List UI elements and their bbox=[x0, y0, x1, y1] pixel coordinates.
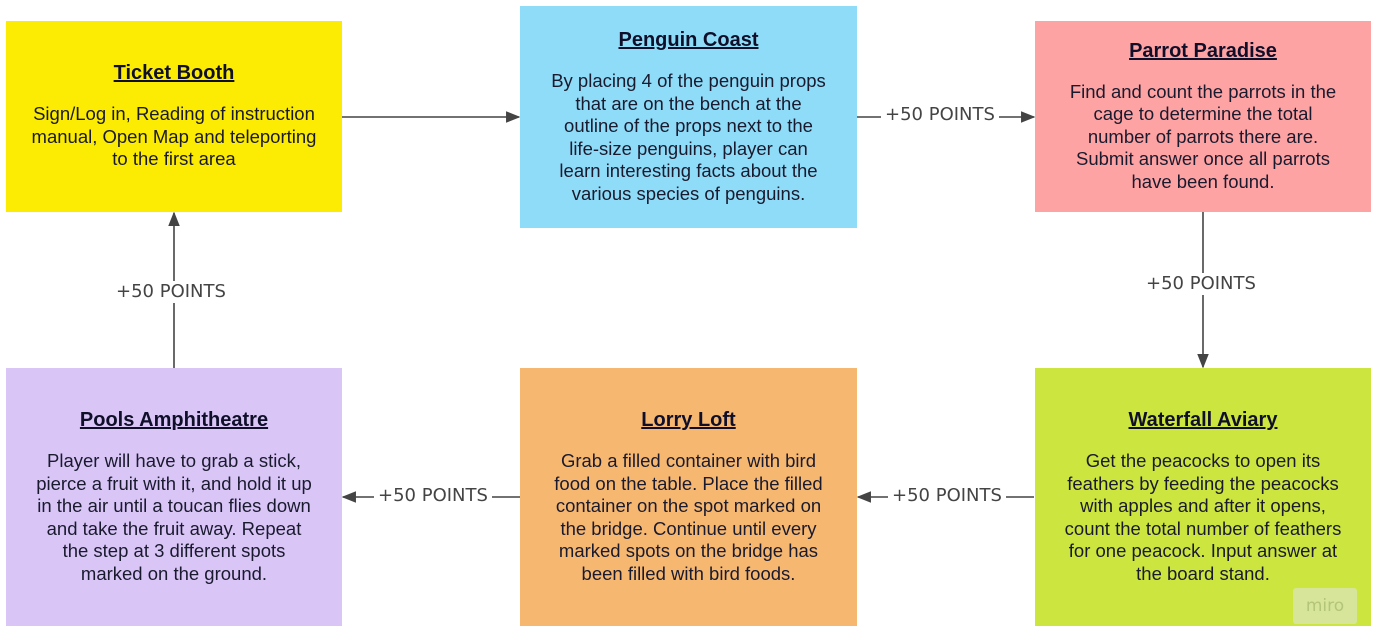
node-line: the board stand. bbox=[1136, 562, 1270, 584]
node-line: container on the spot marked on bbox=[555, 495, 822, 516]
node-title: Parrot Paradise bbox=[1129, 39, 1277, 62]
node-line: marked on the ground. bbox=[80, 562, 268, 584]
node-parrot-paradise[interactable]: Parrot Paradise Find and count the parro… bbox=[1035, 21, 1371, 212]
node-line: number of parrots there are. bbox=[1087, 125, 1319, 147]
node-line: learn interesting facts about the bbox=[559, 160, 818, 181]
node-line: and take the fruit away. Repeat bbox=[46, 517, 302, 539]
node-description: Sign/Log in, Reading of instruction manu… bbox=[32, 103, 317, 171]
node-line: that are on the bench at the bbox=[575, 92, 802, 114]
node-ticket-booth[interactable]: Ticket Booth Sign/Log in, Reading of ins… bbox=[6, 21, 342, 212]
node-line: By placing 4 of the penguin props bbox=[551, 70, 826, 91]
node-line: marked spots on the bridge has bbox=[558, 540, 819, 561]
node-line: pierce a fruit with it, and hold it up bbox=[36, 472, 312, 494]
node-line: to the first area bbox=[112, 148, 236, 170]
miro-watermark: miro bbox=[1293, 588, 1357, 624]
node-pools-amphitheatre[interactable]: Pools Amphitheatre Player will have to g… bbox=[6, 368, 342, 626]
node-line: manual, Open Map and teleporting bbox=[31, 125, 317, 147]
node-line: food on the table. Place the filled bbox=[554, 472, 823, 494]
node-line: the step at 3 different spots bbox=[62, 540, 286, 561]
node-line: Player will have to grab a stick, bbox=[47, 450, 301, 471]
edge-label-points: +50 POINTS bbox=[374, 485, 492, 507]
node-line: Get the peacocks to open its bbox=[1085, 450, 1321, 471]
edge-label-points: +50 POINTS bbox=[881, 104, 999, 126]
node-line: Grab a filled container with bird bbox=[560, 450, 816, 471]
node-line: life-size penguins, player can bbox=[569, 137, 808, 159]
node-line: in the air until a toucan flies down bbox=[37, 495, 311, 516]
node-line: Find and count the parrots in the bbox=[1069, 80, 1337, 102]
node-line: outline of the props next to the bbox=[564, 115, 813, 136]
node-line: for one peacock. Input answer at bbox=[1068, 540, 1338, 561]
node-lorry-loft[interactable]: Lorry Loft Grab a filled container with … bbox=[520, 368, 857, 626]
node-line: been filled with bird foods. bbox=[581, 562, 796, 584]
node-line: count the total number of feathers bbox=[1064, 517, 1342, 539]
node-waterfall-aviary[interactable]: Waterfall Aviary Get the peacocks to ope… bbox=[1035, 368, 1371, 626]
node-title: Waterfall Aviary bbox=[1128, 409, 1278, 431]
node-description: Get the peacocks to open its feathers by… bbox=[1065, 450, 1342, 585]
node-line: various species of penguins. bbox=[571, 182, 806, 204]
node-line: the bridge. Continue until every bbox=[560, 517, 817, 539]
edge-label-points: +50 POINTS bbox=[112, 281, 230, 303]
node-title: Pools Amphitheatre bbox=[79, 409, 269, 431]
node-title: Lorry Loft bbox=[641, 409, 736, 431]
node-line: with apples and after it opens, bbox=[1080, 495, 1326, 516]
edge-label-points: +50 POINTS bbox=[888, 485, 1006, 507]
node-line: feathers by feeding the peacocks bbox=[1067, 472, 1339, 494]
edge-label-points: +50 POINTS bbox=[1142, 273, 1260, 295]
node-description: Find and count the parrots in the cage t… bbox=[1070, 81, 1336, 194]
node-title: Ticket Booth bbox=[113, 62, 235, 85]
node-line: cage to determine the total bbox=[1093, 103, 1313, 125]
node-description: Grab a filled container with bird food o… bbox=[554, 450, 822, 585]
node-line: Sign/Log in, Reading of instruction bbox=[33, 103, 315, 125]
node-description: By placing 4 of the penguin props that a… bbox=[551, 70, 826, 205]
node-description: Player will have to grab a stick, pierce… bbox=[36, 450, 312, 585]
node-title: Penguin Coast bbox=[618, 29, 759, 51]
node-line: have been found. bbox=[1131, 170, 1275, 192]
node-penguin-coast[interactable]: Penguin Coast By placing 4 of the pengui… bbox=[520, 6, 857, 228]
node-line: Submit answer once all parrots bbox=[1076, 148, 1330, 170]
